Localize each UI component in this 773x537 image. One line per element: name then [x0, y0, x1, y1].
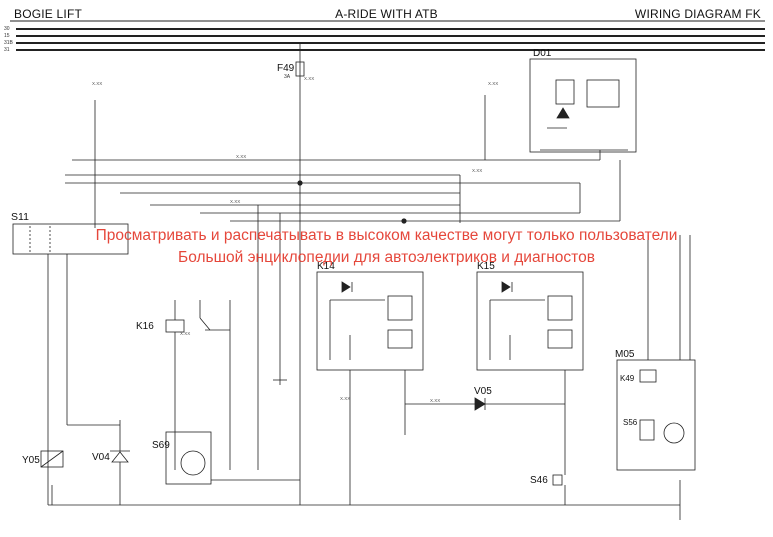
svg-text:X.XX: X.XX — [472, 168, 482, 173]
svg-text:X.XX: X.XX — [180, 331, 190, 336]
s46-tag: S46 — [530, 475, 548, 486]
fuse-f49-tag: F49 — [277, 63, 295, 74]
svg-text:X.XX: X.XX — [340, 396, 350, 401]
header-left-title: BOGIE LIFT — [14, 7, 83, 21]
s11-tag: S11 — [11, 211, 29, 223]
k49-tag: K49 — [620, 374, 635, 383]
s56-tag: S56 — [623, 418, 638, 427]
watermark-line-1: Просматривать и распечатывать в высоком … — [95, 227, 678, 244]
bus-number-31b: 31B — [4, 40, 13, 46]
svg-text:X.XX: X.XX — [236, 154, 246, 159]
m05-tag: M05 — [615, 349, 635, 360]
svg-text:X.XX: X.XX — [304, 76, 314, 81]
junction-x501 — [297, 180, 303, 186]
k15-box — [476, 271, 584, 371]
y05-body — [40, 450, 64, 468]
y05-tag: Y05 — [22, 455, 40, 466]
v05-tag: V05 — [474, 386, 492, 397]
d01-tag: D01 — [533, 48, 552, 59]
s69-tag: S69 — [152, 440, 170, 451]
d01-box — [529, 58, 637, 153]
svg-text:X.XX: X.XX — [488, 81, 498, 86]
svg-text:X.XX: X.XX — [92, 81, 102, 86]
v04-diode-shape — [111, 451, 129, 463]
bus-number-31: 31 — [4, 47, 10, 53]
watermark-line-2: Большой энциклопедии для автоэлектриков … — [178, 249, 595, 266]
s46-body — [552, 474, 563, 486]
bus-number-30: 30 — [4, 26, 10, 32]
junction-x502 — [401, 218, 407, 224]
svg-text:X.XX: X.XX — [230, 199, 240, 204]
k14-tag: K14 — [317, 261, 335, 272]
bus-number-15: 15 — [4, 33, 10, 39]
s11-box — [12, 223, 129, 255]
header-right-title: WIRING DIAGRAM FK — [634, 7, 761, 21]
v04-tag: V04 — [92, 452, 110, 463]
header-center-title: A-RIDE WITH ATB — [335, 7, 438, 21]
k15-tag: K15 — [477, 261, 495, 272]
svg-text:X.XX: X.XX — [430, 398, 440, 403]
s69-box — [165, 431, 212, 485]
k16-tag: K16 — [136, 321, 154, 332]
fuse-f49-rating: 3A — [284, 74, 291, 80]
k14-box — [316, 271, 424, 371]
m05-box — [616, 359, 696, 471]
v05-diode-shape — [474, 397, 486, 411]
